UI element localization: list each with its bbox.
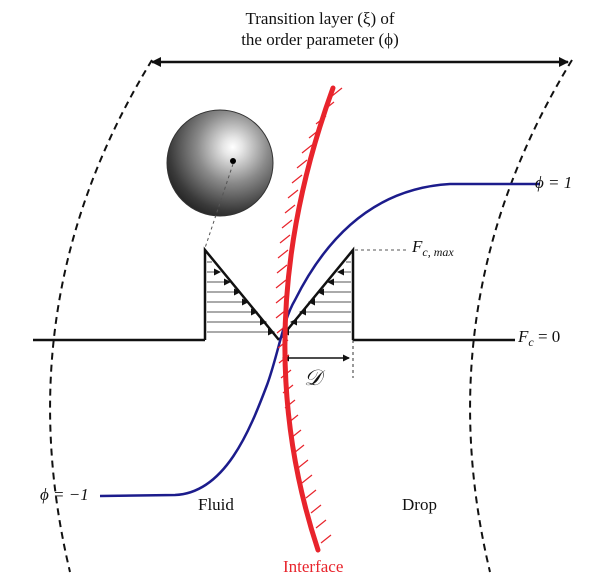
fc-zero-tail: = 0 <box>533 327 561 346</box>
interface-curve <box>282 85 336 553</box>
interface-label: Interface <box>283 557 344 576</box>
fc-max-subscript: c, max <box>422 245 454 259</box>
left-transition-boundary <box>49 59 153 573</box>
distance-label: 𝒟 <box>304 365 322 390</box>
particle-sphere <box>166 109 274 217</box>
fluid-label: Fluid <box>198 495 234 514</box>
fc-zero-label: Fc = 0 <box>518 327 561 349</box>
force-arrows-left <box>207 261 275 336</box>
drop-label: Drop <box>402 495 437 514</box>
fc-zero-symbol: F <box>518 327 529 346</box>
title-line-2: the order parameter (ϕ) <box>241 30 399 50</box>
fc-zero-subscript: c <box>528 335 534 349</box>
force-profile-right <box>278 246 355 341</box>
force-arrows-right <box>282 261 351 336</box>
phi-positive-label: ϕ = 1 <box>535 173 573 192</box>
particle-center-dot <box>230 158 236 164</box>
fc-max-symbol: F <box>412 237 423 256</box>
particle-leader <box>204 163 234 249</box>
force-profile-left <box>203 246 280 341</box>
fc-max-label: Fc, max <box>412 237 454 259</box>
right-transition-boundary <box>469 59 573 573</box>
phi-negative-label: ϕ = −1 <box>40 485 89 504</box>
transition-layer-title: Transition layer (ξ) of the order parame… <box>180 8 460 51</box>
title-line-1: Transition layer (ξ) of <box>245 9 395 28</box>
